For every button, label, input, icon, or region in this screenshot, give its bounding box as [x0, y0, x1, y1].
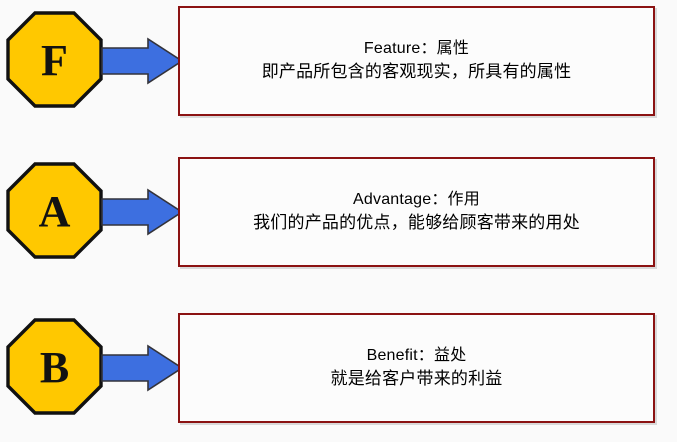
box-description: 即产品所包含的客观现实，所具有的属性 — [261, 62, 572, 82]
octagon-shape — [6, 162, 103, 259]
octagon-shape — [6, 11, 103, 108]
octagon-badge-advantage[interactable]: A — [6, 162, 103, 259]
octagon-badge-benefit[interactable]: B — [6, 318, 103, 415]
right-block-arrow-icon — [100, 188, 184, 236]
fab-row-advantage: A Advantage：作用 我们的产品的优点，能够给顾客带来的用处 — [0, 151, 677, 271]
description-box-benefit: Benefit：益处 就是给客户带来的利益 — [178, 313, 655, 423]
octagon-shape — [6, 318, 103, 415]
box-title: Advantage：作用 — [353, 191, 480, 209]
right-block-arrow-icon — [100, 344, 184, 392]
badge-letter: B — [40, 343, 69, 392]
box-description: 我们的产品的优点，能够给顾客带来的用处 — [253, 213, 580, 233]
badge-letter: F — [41, 36, 68, 85]
box-title: Benefit：益处 — [366, 347, 467, 365]
box-title: Feature：属性 — [363, 40, 470, 58]
octagon-badge-feature[interactable]: F — [6, 11, 103, 108]
badge-letter: A — [39, 187, 71, 236]
right-block-arrow-icon — [100, 37, 184, 85]
fab-row-benefit: B Benefit：益处 就是给客户带来的利益 — [0, 307, 677, 427]
box-description: 就是给客户带来的利益 — [330, 369, 503, 389]
description-box-advantage: Advantage：作用 我们的产品的优点，能够给顾客带来的用处 — [178, 157, 655, 267]
fab-row-feature: F Feature：属性 即产品所包含的客观现实，所具有的属性 — [0, 0, 677, 120]
description-box-feature: Feature：属性 即产品所包含的客观现实，所具有的属性 — [178, 6, 655, 116]
